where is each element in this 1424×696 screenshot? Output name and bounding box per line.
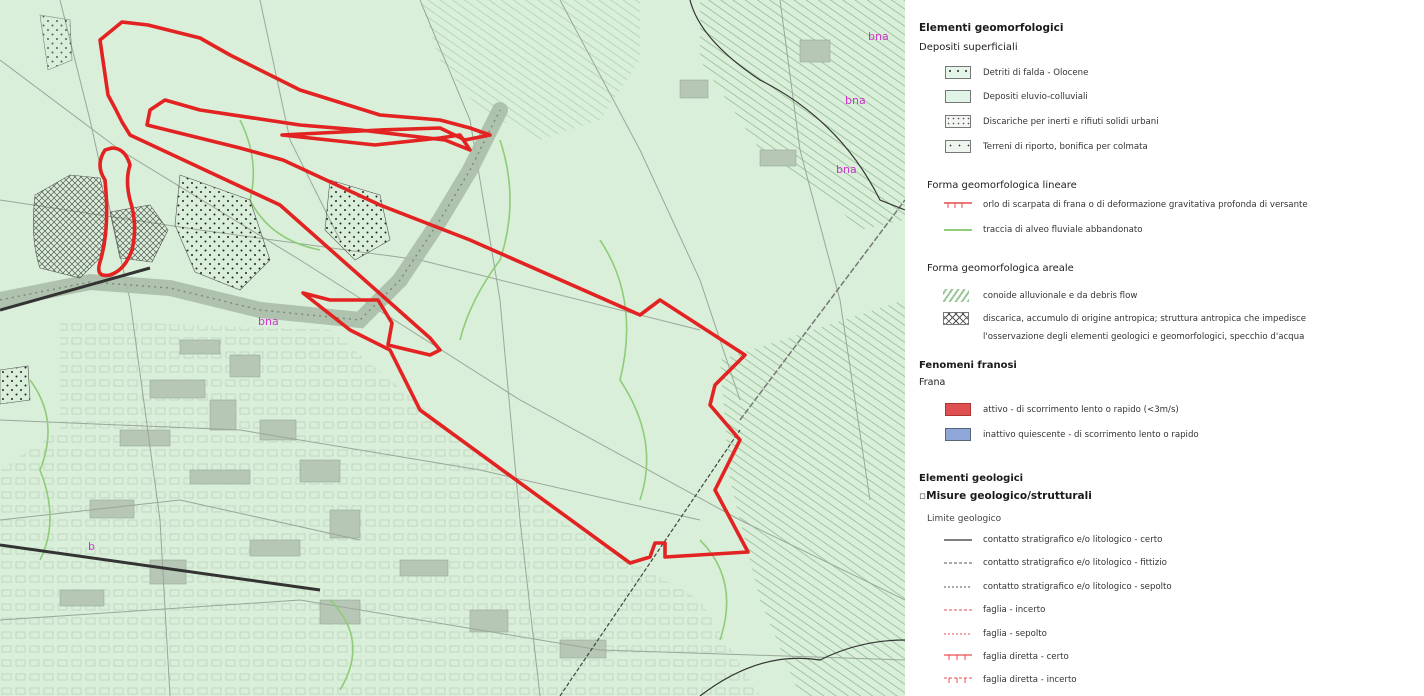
swatch-frana-attivo: [945, 403, 971, 416]
swatch-contatto-fittizio: [944, 562, 972, 564]
legend-item-contatto-sepolto: contatto stratigrafico e/o litologico - …: [983, 582, 1172, 592]
map-label-bna-4: bna: [258, 315, 279, 328]
railway-west: [0, 266, 151, 312]
legend-misure-label: Misure geologico/strutturali: [926, 490, 1092, 502]
legend-item-eluvio: Depositi eluvio-colluviali: [983, 92, 1088, 102]
buildings: [59, 39, 831, 659]
legend-item-faglia-sepolto: faglia - sepolto: [983, 629, 1047, 639]
railway-east: [739, 199, 905, 421]
legend-item-discarica-2: l'osservazione degli elementi geologici …: [983, 332, 1305, 342]
swatch-faglia-incerto: [944, 609, 972, 611]
swatch-frana-inattivo: [945, 428, 971, 441]
legend-misure-title[interactable]: ▫Misure geologico/strutturali: [919, 490, 1092, 502]
legend-item-conoide: conoide alluvionale e da debris flow: [983, 291, 1138, 301]
conoide-area-north: [700, 0, 905, 230]
swatch-detriti: [945, 66, 971, 79]
legend-item-frana-attivo: attivo - di scorrimento lento o rapido (…: [983, 405, 1179, 415]
swatch-alveo: [944, 229, 972, 231]
legend-item-alveo: traccia di alveo fluviale abbandonato: [983, 225, 1143, 235]
legend-panel: Elementi geomorfologici Depositi superfi…: [905, 0, 1424, 696]
legend-depositi-title: Depositi superficiali: [919, 42, 1018, 53]
contact-line: [689, 0, 905, 211]
boundary-north: [98, 20, 750, 565]
discarica-area: [33, 174, 109, 279]
swatch-faglia-diretta-certo: [944, 654, 972, 660]
river-valley: [0, 102, 508, 329]
legend-franosi-title: Fenomeni franosi: [919, 360, 1017, 371]
legend-limite-title: Limite geologico: [927, 514, 1002, 524]
railway-southeast: [559, 429, 741, 696]
study-area-boundaries: [96, 20, 750, 565]
roads: [0, 0, 905, 696]
map-canvas[interactable]: bna bna bna bna b: [0, 0, 905, 696]
map-label-bna-1: bna: [868, 30, 889, 43]
legend-frana-title: Frana: [919, 377, 946, 388]
urban-area: [0, 320, 760, 696]
legend-item-riporto: Terreni di riporto, bonifica per colmata: [983, 142, 1148, 152]
swatch-eluvio: [945, 90, 971, 103]
legend-item-detriti: Detriti di falda - Olocene: [983, 68, 1089, 78]
map-label-b: b: [88, 540, 95, 553]
legend-geologici-title: Elementi geologici: [919, 473, 1024, 484]
legend-item-orlo-scarpata: orlo di scarpata di frana o di deformazi…: [983, 200, 1308, 210]
swatch-discariche: [945, 115, 971, 128]
swatch-contatto-sepolto: [944, 586, 972, 588]
detriti-area: [174, 174, 271, 291]
detriti-area-3: [0, 365, 31, 405]
boundary-west: [96, 146, 137, 278]
legend-areale-title: Forma geomorfologica areale: [927, 263, 1074, 274]
detriti-area-4: [39, 14, 73, 71]
alveo-traces: [29, 119, 728, 691]
map-label-bna-3: bna: [836, 163, 857, 176]
swatch-faglia-sepolto: [944, 633, 972, 635]
discarica-area-2: [109, 204, 169, 263]
map-svg: [0, 0, 905, 696]
swatch-riporto: [945, 140, 971, 153]
legend-item-faglia-diretta-certo: faglia diretta - certo: [983, 652, 1069, 662]
legend-item-contatto-fittizio: contatto stratigrafico e/o litologico - …: [983, 558, 1167, 568]
swatch-faglia-diretta-incerto: [944, 677, 972, 683]
swatch-orlo-scarpata: [944, 202, 972, 208]
legend-item-frana-inattivo: inattivo quiescente - di scorrimento len…: [983, 430, 1199, 440]
legend-item-discarica-1: discarica, accumulo di origine antropica…: [983, 314, 1307, 324]
swatch-conoide: [943, 289, 969, 302]
conoide-area-east: [720, 300, 905, 696]
railway-south: [0, 543, 321, 592]
conoide-area-nw: [420, 0, 640, 140]
legend-item-faglia-diretta-incerto: faglia diretta - incerto: [983, 675, 1077, 685]
detriti-area-2: [324, 179, 391, 261]
swatch-contatto-certo: [944, 539, 972, 541]
map-label-bna-2: bna: [845, 94, 866, 107]
legend-item-discariche: Discariche per inerti e rifiuti solidi u…: [983, 117, 1159, 127]
contact-line-2: [699, 639, 905, 696]
legend-geomorph-title: Elementi geomorfologici: [919, 22, 1064, 34]
legend-item-faglia-incerto: faglia - incerto: [983, 605, 1046, 615]
legend-lineare-title: Forma geomorfologica lineare: [927, 180, 1077, 191]
swatch-discarica: [943, 312, 969, 325]
legend-item-contatto-certo: contatto stratigrafico e/o litologico - …: [983, 535, 1163, 545]
expand-marker-icon[interactable]: ▫: [919, 490, 927, 502]
